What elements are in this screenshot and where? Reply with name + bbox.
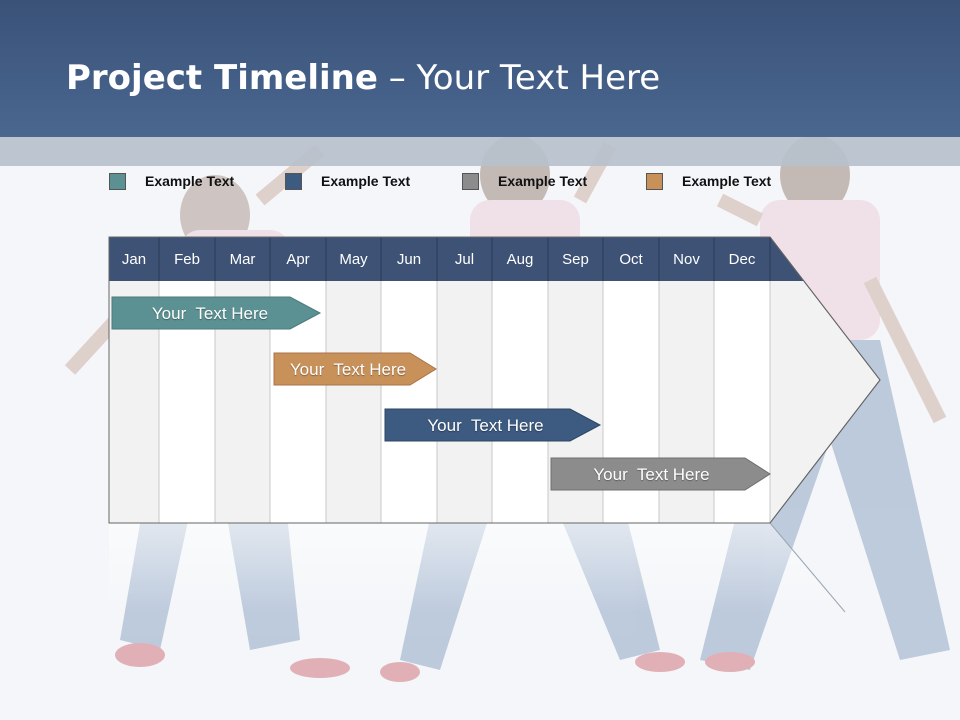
month-label: Nov [673, 250, 700, 268]
bar-label-teal: Your Text Here [151, 303, 269, 323]
page-title: Project Timeline – Your Text Here [66, 58, 660, 98]
month-label: Sep [562, 250, 589, 268]
header-stripe [0, 137, 960, 166]
bar-shape-gray [550, 457, 771, 491]
bar-label-navy: Your Text Here [427, 415, 544, 435]
bar-label-gray: Your Text Here [593, 464, 710, 484]
legend-swatch-orange [646, 172, 663, 190]
legend-swatch-gray [462, 172, 479, 190]
month-label: Apr [286, 250, 310, 268]
legend-swatch-teal [109, 172, 126, 190]
legend-label: Example Text [321, 173, 411, 189]
legend-label: Example Text [682, 173, 772, 189]
month-label: Feb [174, 250, 200, 268]
month-label: Jun [396, 250, 422, 268]
month-label: Aug [506, 250, 534, 268]
legend-item: Example Text [285, 171, 410, 191]
month-label: Jan [121, 250, 147, 268]
legend-label: Example Text [145, 173, 235, 189]
month-label: Oct [619, 250, 643, 268]
month-label: Dec [728, 250, 756, 268]
bar-label-orange: Your Text Here [289, 359, 407, 379]
legend-item: Example Text [109, 171, 234, 191]
legend-item: Example Text [462, 171, 587, 191]
title-bold: Project Timeline [66, 58, 378, 98]
bar-shape-orange [273, 352, 437, 386]
title-rest: – Your Text Here [377, 58, 661, 98]
legend-label: Example Text [498, 173, 588, 189]
legend-swatch-navy [285, 172, 302, 190]
month-label: Jul [454, 250, 475, 268]
month-label: Mar [229, 250, 256, 268]
month-label: May [339, 250, 368, 268]
legend-item: Example Text [646, 171, 771, 191]
bar-shape-teal [111, 296, 322, 330]
bar-shape-navy [384, 408, 602, 442]
header-bar [0, 0, 960, 137]
